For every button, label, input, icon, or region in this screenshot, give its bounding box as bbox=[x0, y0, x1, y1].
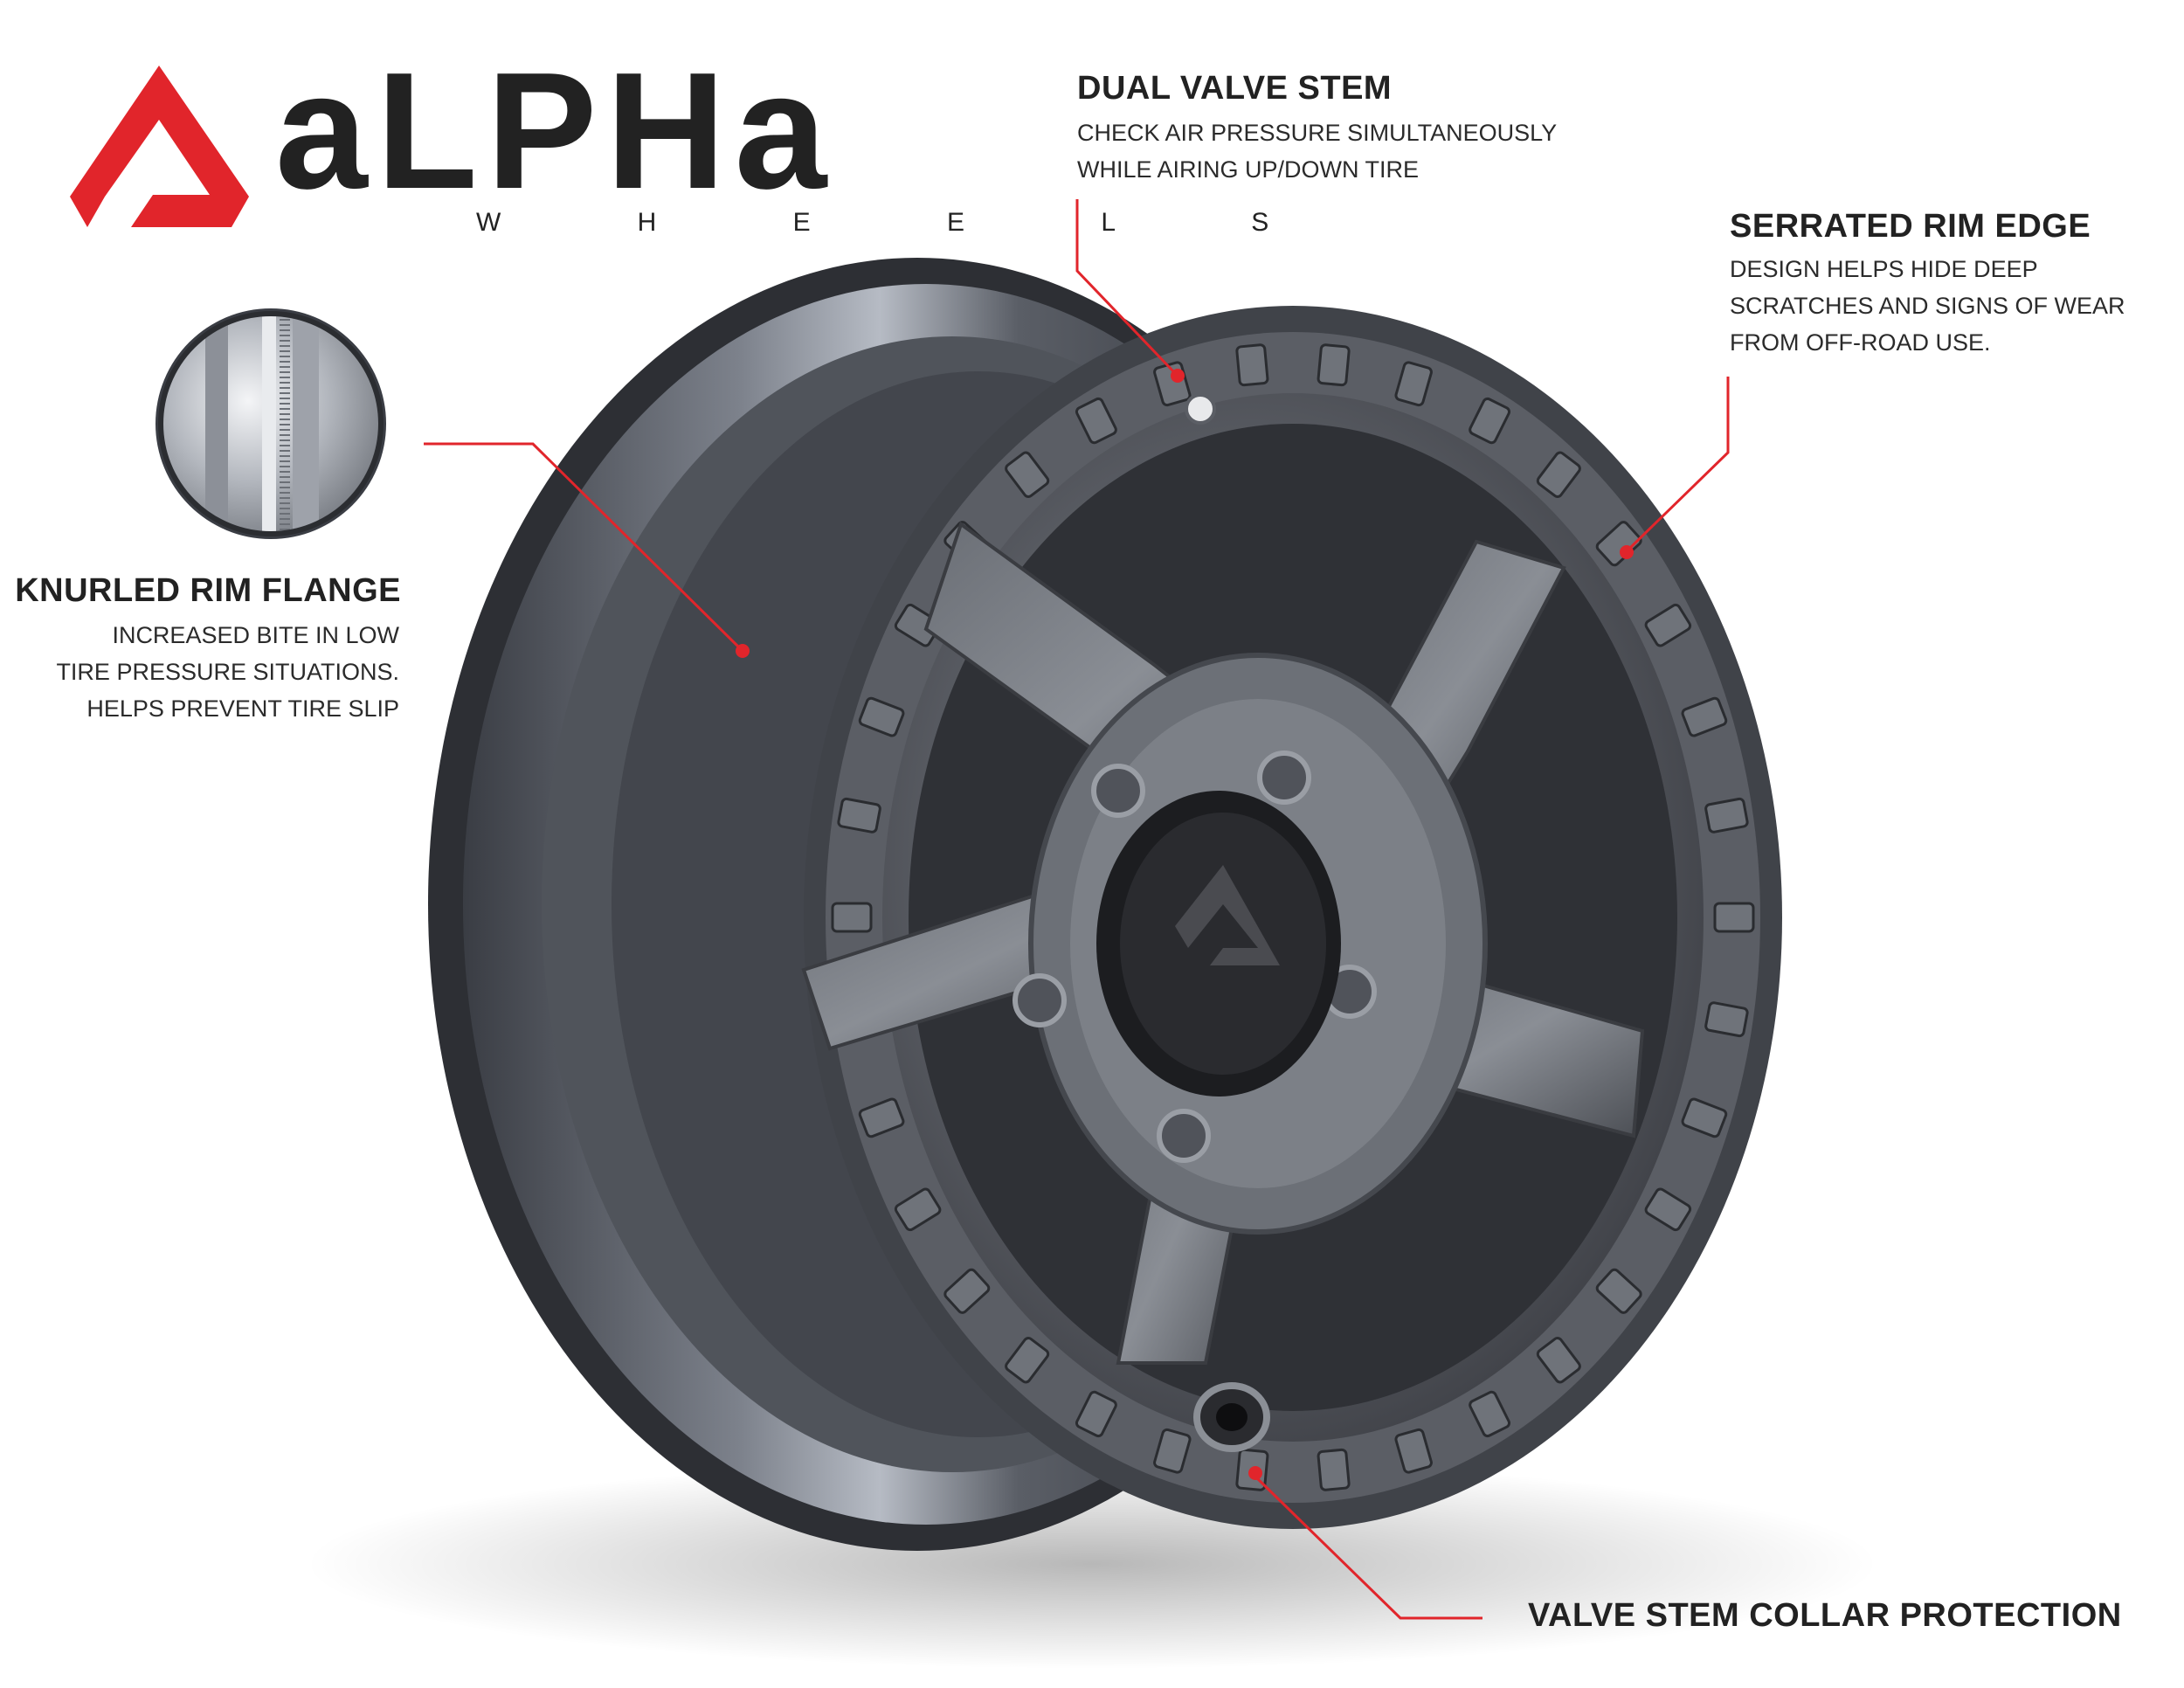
knurled-rim-desc-line: INCREASED BITE IN LOW bbox=[112, 622, 399, 648]
dot-serrated bbox=[1620, 545, 1634, 559]
rim-notch bbox=[1536, 451, 1581, 498]
rim-notch bbox=[1075, 1390, 1117, 1438]
rim-notch bbox=[1713, 902, 1755, 933]
rim-notch bbox=[1644, 603, 1692, 647]
rim-notch bbox=[1153, 1428, 1192, 1474]
knurled-rim-desc-line: HELPS PREVENT TIRE SLIP bbox=[86, 695, 399, 722]
dual-valve-title: DUAL VALVE STEM bbox=[1077, 70, 1393, 107]
leader-serrated bbox=[1628, 377, 1730, 550]
serrated-rim-desc-line: SCRATCHES AND SIGNS OF WEAR bbox=[1730, 293, 2125, 319]
dot-valve-collar bbox=[1248, 1466, 1262, 1480]
dot-knurled bbox=[736, 644, 750, 658]
rim-notch bbox=[1075, 397, 1117, 445]
alpha-logo-icon bbox=[70, 66, 249, 227]
leader-knurled bbox=[424, 442, 742, 650]
valve-collar-title: VALVE STEM COLLAR PROTECTION bbox=[1528, 1597, 2122, 1634]
alpha-logo-icon bbox=[1175, 865, 1280, 965]
leader-lines bbox=[424, 199, 1730, 1620]
rim-notch bbox=[1394, 361, 1433, 407]
rim-notch bbox=[1235, 343, 1269, 387]
serrated-rim-title: SERRATED RIM EDGE bbox=[1730, 208, 2091, 245]
rim-notch bbox=[1005, 1337, 1050, 1384]
center-cap bbox=[1096, 791, 1341, 1097]
valve-stem-collar bbox=[1193, 1382, 1270, 1452]
top-valve-hole bbox=[1185, 393, 1216, 425]
serrated-rim-desc-line: FROM OFF-ROAD USE. bbox=[1730, 329, 1991, 356]
rim-notch bbox=[1394, 1428, 1433, 1474]
rim-notch bbox=[1681, 1097, 1728, 1138]
rim-notch bbox=[1317, 1448, 1351, 1491]
knurled-rim-title: KNURLED RIM FLANGE bbox=[15, 572, 401, 609]
rim-notch bbox=[1469, 397, 1511, 445]
rim-notch bbox=[1595, 1268, 1642, 1314]
rim-notch bbox=[1704, 1001, 1749, 1038]
ground-shadow bbox=[306, 1459, 1878, 1669]
brand-wordmark: aLPHa bbox=[275, 38, 836, 224]
rim-notch bbox=[1681, 696, 1728, 737]
rim-notch bbox=[831, 902, 873, 933]
rim-notch bbox=[1317, 343, 1351, 387]
knurled-detail-icon bbox=[156, 308, 386, 539]
callout-dots bbox=[736, 369, 1634, 1480]
rim-notch bbox=[1469, 1390, 1511, 1438]
rim-notch bbox=[894, 1187, 942, 1232]
rim-notch bbox=[858, 1097, 905, 1138]
rim-notch bbox=[1644, 1187, 1692, 1232]
rim-notch bbox=[1536, 1337, 1581, 1384]
rim-notch bbox=[1005, 451, 1050, 498]
rim-notch bbox=[858, 696, 905, 737]
leader-valve-collar bbox=[1254, 1475, 1482, 1620]
brand-subtitle: W H E E L S bbox=[476, 208, 1334, 237]
dual-valve-desc-line: WHILE AIRING UP/DOWN TIRE bbox=[1077, 156, 1420, 183]
rim-notch bbox=[837, 797, 881, 834]
leader-dual-valve bbox=[1075, 199, 1175, 373]
rim-notch bbox=[1704, 797, 1749, 834]
knurled-rim-desc-line: TIRE PRESSURE SITUATIONS. bbox=[56, 659, 399, 685]
dot-dual-valve bbox=[1171, 369, 1185, 383]
serrated-rim-desc-line: DESIGN HELPS HIDE DEEP bbox=[1730, 256, 2038, 282]
dual-valve-desc-line: CHECK AIR PRESSURE SIMULTANEOUSLY bbox=[1077, 120, 1558, 146]
rim-notch bbox=[943, 1268, 991, 1314]
